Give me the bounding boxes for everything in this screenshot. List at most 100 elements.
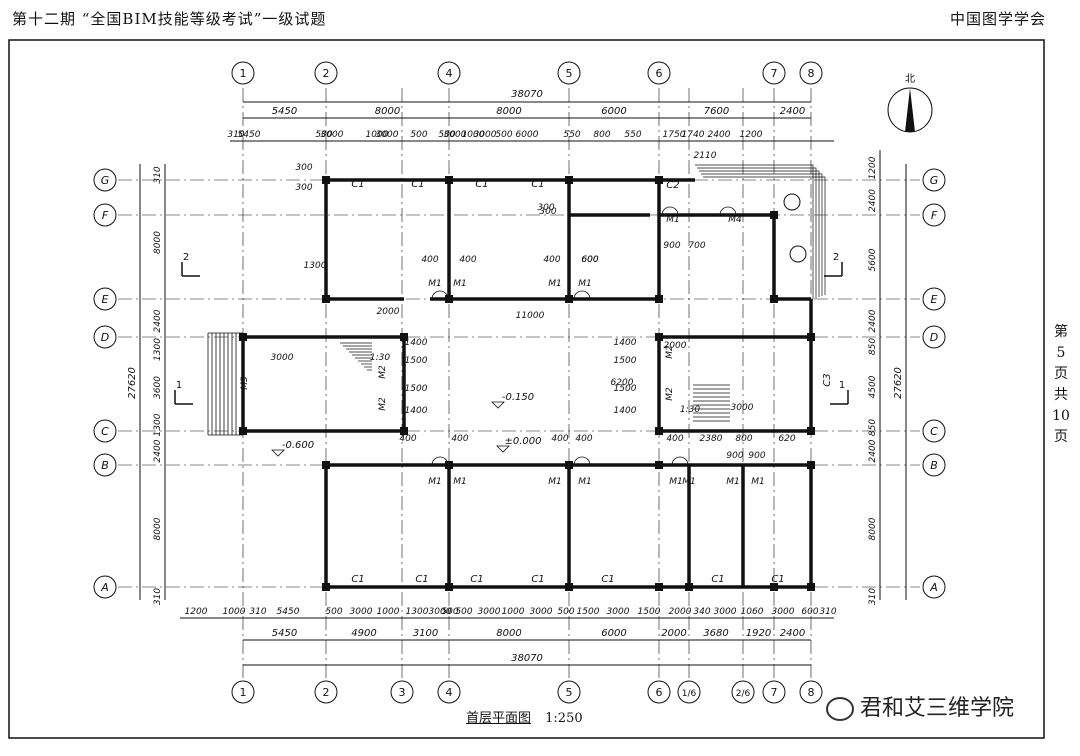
fixture-circle xyxy=(789,245,807,263)
structural-column xyxy=(565,461,573,469)
structural-column xyxy=(565,176,573,184)
grid-label-bottom: 4 xyxy=(446,686,453,699)
dimension-value: 340 xyxy=(693,607,710,617)
grid-bubble-bottom xyxy=(799,680,823,704)
dimension-value: 1740 xyxy=(682,130,705,140)
dimension-value: 1750 xyxy=(663,130,686,140)
dimension-value: 2000 xyxy=(661,628,686,639)
dimension-value: 1300 xyxy=(153,338,163,361)
dimension-note: 400 xyxy=(451,434,468,444)
grid-bubble-bottom xyxy=(437,680,461,704)
ramp-line xyxy=(697,167,817,298)
door-label: M1 xyxy=(428,279,442,289)
dimension-value: 2400 xyxy=(780,106,805,117)
door-swing xyxy=(431,456,449,466)
dimension-note: 400 xyxy=(575,434,592,444)
window-label: C2 xyxy=(666,180,679,191)
door-swing xyxy=(661,206,679,216)
north-arrow-pointer xyxy=(905,88,915,132)
dimension-value: 500 xyxy=(441,607,458,617)
structural-column xyxy=(565,583,573,591)
grid-bubble-left xyxy=(93,575,117,599)
level-marker xyxy=(496,445,510,453)
structural-column xyxy=(322,583,330,591)
grid-bubble-bottom xyxy=(647,680,671,704)
door-label: M1 xyxy=(548,279,562,289)
window-label: C1 xyxy=(771,574,784,585)
dimension-value: 3000 xyxy=(607,607,630,617)
north-arrow-label: 北 xyxy=(905,73,915,85)
dimension-value: 3680 xyxy=(703,628,728,639)
dimension-value: 850 xyxy=(868,419,878,436)
dimension-value: 6000 xyxy=(516,130,539,140)
dimension-note: 620 xyxy=(778,434,795,444)
grid-label-left: F xyxy=(102,209,109,222)
grid-bubble-right xyxy=(922,168,946,192)
dimension-note: 600 xyxy=(581,255,598,265)
dimension-note: 1300 xyxy=(304,261,327,271)
dimension-value: 4900 xyxy=(351,628,376,639)
dimension-value: 850 xyxy=(868,338,878,355)
dimension-note: 300 xyxy=(537,203,554,213)
grid-bubble-right xyxy=(922,287,946,311)
dimension-total-top: 38070 xyxy=(511,89,543,100)
dimension-note: 1400 xyxy=(405,338,428,348)
grid-bubble-left xyxy=(93,419,117,443)
window-label: C1 xyxy=(531,574,544,585)
grid-label-right: B xyxy=(930,459,938,472)
grid-bubble-top xyxy=(647,61,671,85)
grid-bubble-top xyxy=(314,61,338,85)
dimension-note: 400 xyxy=(421,255,438,265)
grid-label-bottom: 2 xyxy=(323,686,330,699)
dimension-value: 2400 xyxy=(868,189,878,212)
dimension-note: 800 xyxy=(735,434,752,444)
dimension-value: 2400 xyxy=(868,309,878,332)
dimension-value: 5450 xyxy=(272,106,297,117)
page-label-part: 5 xyxy=(1056,345,1066,361)
structural-column xyxy=(239,427,247,435)
dimension-value: 1920 xyxy=(746,628,771,639)
section-mark-label: 2 xyxy=(833,252,839,263)
dimension-value: 1300 xyxy=(153,413,163,436)
dimension-note: 6200 xyxy=(611,378,634,388)
structural-column xyxy=(445,583,453,591)
window-label: C1 xyxy=(711,574,724,585)
dimension-note: 2000 xyxy=(664,341,687,351)
dimension-total-bottom: 38070 xyxy=(511,653,543,664)
dimension-value: 1300 xyxy=(406,607,429,617)
dimension-value: 3000 xyxy=(350,607,373,617)
grid-label-bottom: 8 xyxy=(808,686,815,699)
organization-name: 中国图学学会 xyxy=(949,10,1046,28)
grid-bubble-bottom xyxy=(677,680,701,704)
door-label: M1 xyxy=(578,477,592,487)
structural-column xyxy=(807,333,815,341)
window-label: C1 xyxy=(411,179,424,190)
dimension-note: 1500 xyxy=(405,384,428,394)
door-label: M1 xyxy=(453,477,467,487)
structural-column xyxy=(807,427,815,435)
door-swing xyxy=(573,456,591,466)
grid-label-right: A xyxy=(929,581,938,594)
window-label: C1 xyxy=(475,179,488,190)
dimension-value: 3000 xyxy=(429,607,452,617)
door-label: M4 xyxy=(728,215,742,225)
door-label: M1 xyxy=(453,279,467,289)
dimension-value: 5450 xyxy=(272,628,297,639)
door-label: M1 xyxy=(666,215,680,225)
structural-column xyxy=(770,211,778,219)
drawing-title: 首层平面图 xyxy=(466,711,532,726)
dimension-value: 1000 xyxy=(502,607,525,617)
dimension-note: 2000 xyxy=(377,307,400,317)
grid-bubble-left xyxy=(93,453,117,477)
dimension-value: 310 xyxy=(153,588,163,605)
wechat-icon xyxy=(826,697,854,721)
dimension-value: 3000 xyxy=(478,607,501,617)
grid-label-right: E xyxy=(931,293,938,306)
dimension-value: 500 xyxy=(325,607,342,617)
grid-label-top: 6 xyxy=(656,67,663,80)
dimension-value: 8000 xyxy=(375,106,400,117)
grid-bubble-right xyxy=(922,575,946,599)
drawing-frame xyxy=(8,39,1045,739)
watermark-text: 君和艾三维学院 xyxy=(860,696,1015,721)
structural-column xyxy=(445,176,453,184)
